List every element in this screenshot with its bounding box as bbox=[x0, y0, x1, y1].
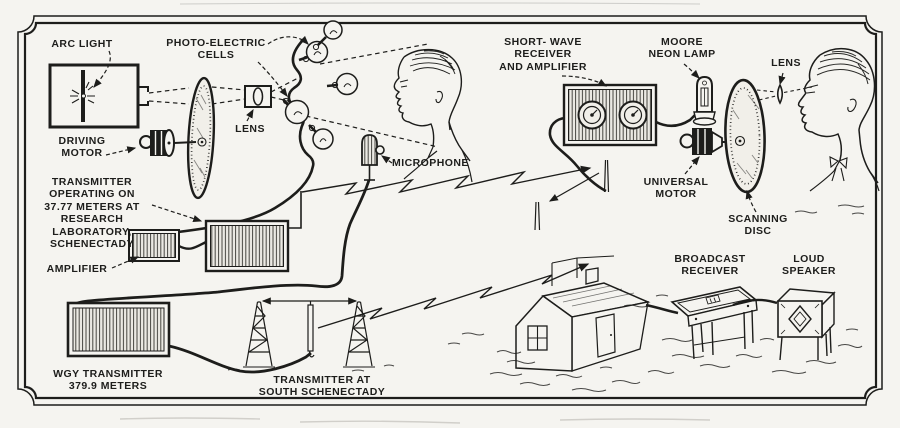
wgy-to-towers-cable bbox=[168, 344, 312, 374]
shortwave-arrow bbox=[561, 75, 608, 87]
scanning-disc-arrow bbox=[745, 189, 757, 213]
radio-wave-bolt-video bbox=[301, 165, 592, 196]
neon-lamp-device bbox=[692, 75, 717, 126]
label-lens-right: LENS bbox=[771, 57, 801, 69]
photo-cells-arrow-top bbox=[267, 35, 309, 45]
lens-left-device bbox=[244, 85, 272, 108]
shortwave-receiver-box bbox=[562, 83, 658, 147]
tower bbox=[343, 301, 375, 368]
label-photo-electric-cells: PHOTO-ELECTRIC CELLS bbox=[166, 37, 266, 62]
radio-wave-bolt-audio bbox=[317, 263, 590, 329]
label-moore-neon-lamp: MOORE NEON LAMP bbox=[648, 36, 716, 61]
subject-head bbox=[393, 48, 473, 183]
lens-right-device bbox=[756, 83, 813, 105]
shortwave-transmitter-box bbox=[204, 191, 302, 273]
transmitter-antenna bbox=[288, 191, 302, 229]
neon-lamp-arrow bbox=[683, 63, 700, 79]
house-antenna bbox=[551, 255, 615, 286]
broadcast-receiver-device bbox=[670, 286, 758, 360]
label-transmitter-operating: TRANSMITTER OPERATING ON 37.77 METERS AT… bbox=[44, 176, 140, 250]
amplifier-arrow bbox=[111, 256, 140, 269]
label-arrows bbox=[93, 35, 786, 269]
label-wgy-transmitter: WGY TRANSMITTER 379.9 METERS bbox=[53, 368, 163, 393]
lens-right-arrow bbox=[778, 72, 786, 86]
wgy-transmitter-box bbox=[66, 301, 171, 358]
relay-antennas bbox=[534, 159, 610, 231]
tower bbox=[243, 301, 275, 368]
amplifier-box bbox=[128, 229, 180, 262]
universal-motor-device bbox=[679, 128, 734, 155]
label-universal-motor: UNIVERSAL MOTOR bbox=[643, 176, 709, 201]
label-arc-light: ARC LIGHT bbox=[51, 38, 113, 50]
label-amplifier: AMPLIFIER bbox=[46, 263, 108, 275]
loud-speaker-device bbox=[732, 288, 836, 361]
photo-cells-arrow bbox=[257, 61, 288, 97]
decorative-frame bbox=[17, 2, 883, 424]
house bbox=[515, 255, 651, 372]
microphone-cable bbox=[72, 179, 371, 307]
receiver-dial bbox=[577, 100, 607, 130]
lens-left-arrow bbox=[246, 108, 254, 122]
label-short-wave-receiver: SHORT- WAVE RECEIVER AND AMPLIFIER bbox=[499, 36, 587, 73]
driving-motor-arrow bbox=[105, 146, 137, 156]
label-lens-left: LENS bbox=[235, 123, 265, 135]
ground-shading bbox=[227, 204, 865, 392]
label-transmitter-south: TRANSMITTER AT SOUTH SCHENECTADY bbox=[258, 374, 386, 399]
label-broadcast-receiver: BROADCAST RECEIVER bbox=[674, 253, 746, 278]
microphone-arrow bbox=[381, 155, 393, 164]
antenna-to-receiver-cable bbox=[548, 116, 607, 193]
receiver-to-speaker-cable bbox=[732, 298, 778, 307]
receiver-dial bbox=[618, 100, 648, 130]
scanning-disc-right bbox=[724, 78, 766, 194]
light-beams bbox=[148, 43, 439, 148]
house-to-receiver-cable bbox=[645, 303, 679, 315]
label-loud-speaker: LOUD SPEAKER bbox=[782, 253, 836, 278]
label-microphone: MICROPHONE bbox=[392, 157, 469, 169]
viewer-head bbox=[797, 48, 880, 192]
scanning-disc-left bbox=[173, 76, 216, 200]
universal-motor-arrow bbox=[684, 156, 700, 175]
label-driving-motor: DRIVING MOTOR bbox=[58, 135, 106, 160]
amplifier-to-transmitter-cable bbox=[178, 240, 207, 250]
microphone-device bbox=[72, 134, 385, 307]
arc-light-arrow bbox=[93, 50, 111, 88]
antenna-towers bbox=[243, 297, 375, 368]
antenna-feeder bbox=[307, 304, 314, 352]
receiver-to-lamp-cable bbox=[655, 114, 696, 128]
driving-motor-device bbox=[139, 129, 175, 157]
transmitter-arrow bbox=[151, 204, 203, 223]
cells-to-amplifier-cable bbox=[154, 39, 315, 234]
label-scanning-disc: SCANNING DISC bbox=[728, 213, 788, 238]
arc-light-box bbox=[48, 63, 149, 129]
